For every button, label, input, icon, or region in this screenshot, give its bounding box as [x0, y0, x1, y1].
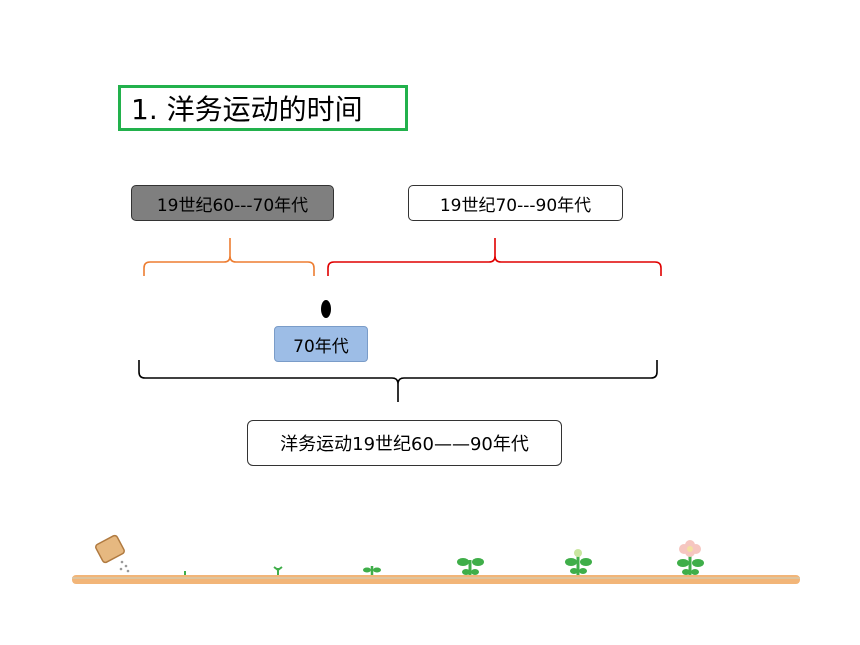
section-title: 1. 洋务运动的时间 [118, 85, 408, 131]
period-mid-box: 70年代 [274, 326, 368, 362]
flower-icon [677, 540, 704, 575]
period-early-box: 19世纪60---70年代 [131, 185, 334, 221]
period-total-box: 洋务运动19世纪60——90年代 [247, 420, 562, 466]
seed-bag-icon [95, 534, 130, 573]
late-period-brace [327, 238, 662, 276]
sprout-icon [184, 549, 592, 575]
early-period-brace [143, 238, 315, 276]
timeline-point [321, 300, 331, 318]
period-late-box: 19世纪70---90年代 [408, 185, 623, 221]
ground-strip [72, 575, 800, 584]
total-period-brace [138, 360, 658, 402]
